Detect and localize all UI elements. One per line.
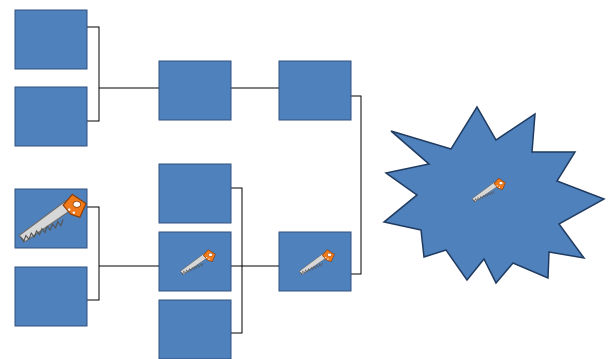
bracket-box-r2-a [158, 60, 232, 121]
winner-starburst [382, 105, 606, 285]
bracket-box-r1-d [14, 266, 88, 327]
connector-r3-final [351, 95, 362, 275]
connector-lines [87, 26, 362, 334]
connector-r1ab [87, 26, 159, 122]
bracket-box-r2-d [158, 299, 232, 359]
bracket-box-r3-a [278, 60, 352, 121]
bracket-box-r1-b [14, 86, 88, 147]
bracket-box-r1-a [14, 9, 88, 70]
connector-r2bcd [231, 187, 279, 334]
connector-r1cd [87, 206, 159, 301]
bracket-box-r2-b [158, 163, 232, 224]
